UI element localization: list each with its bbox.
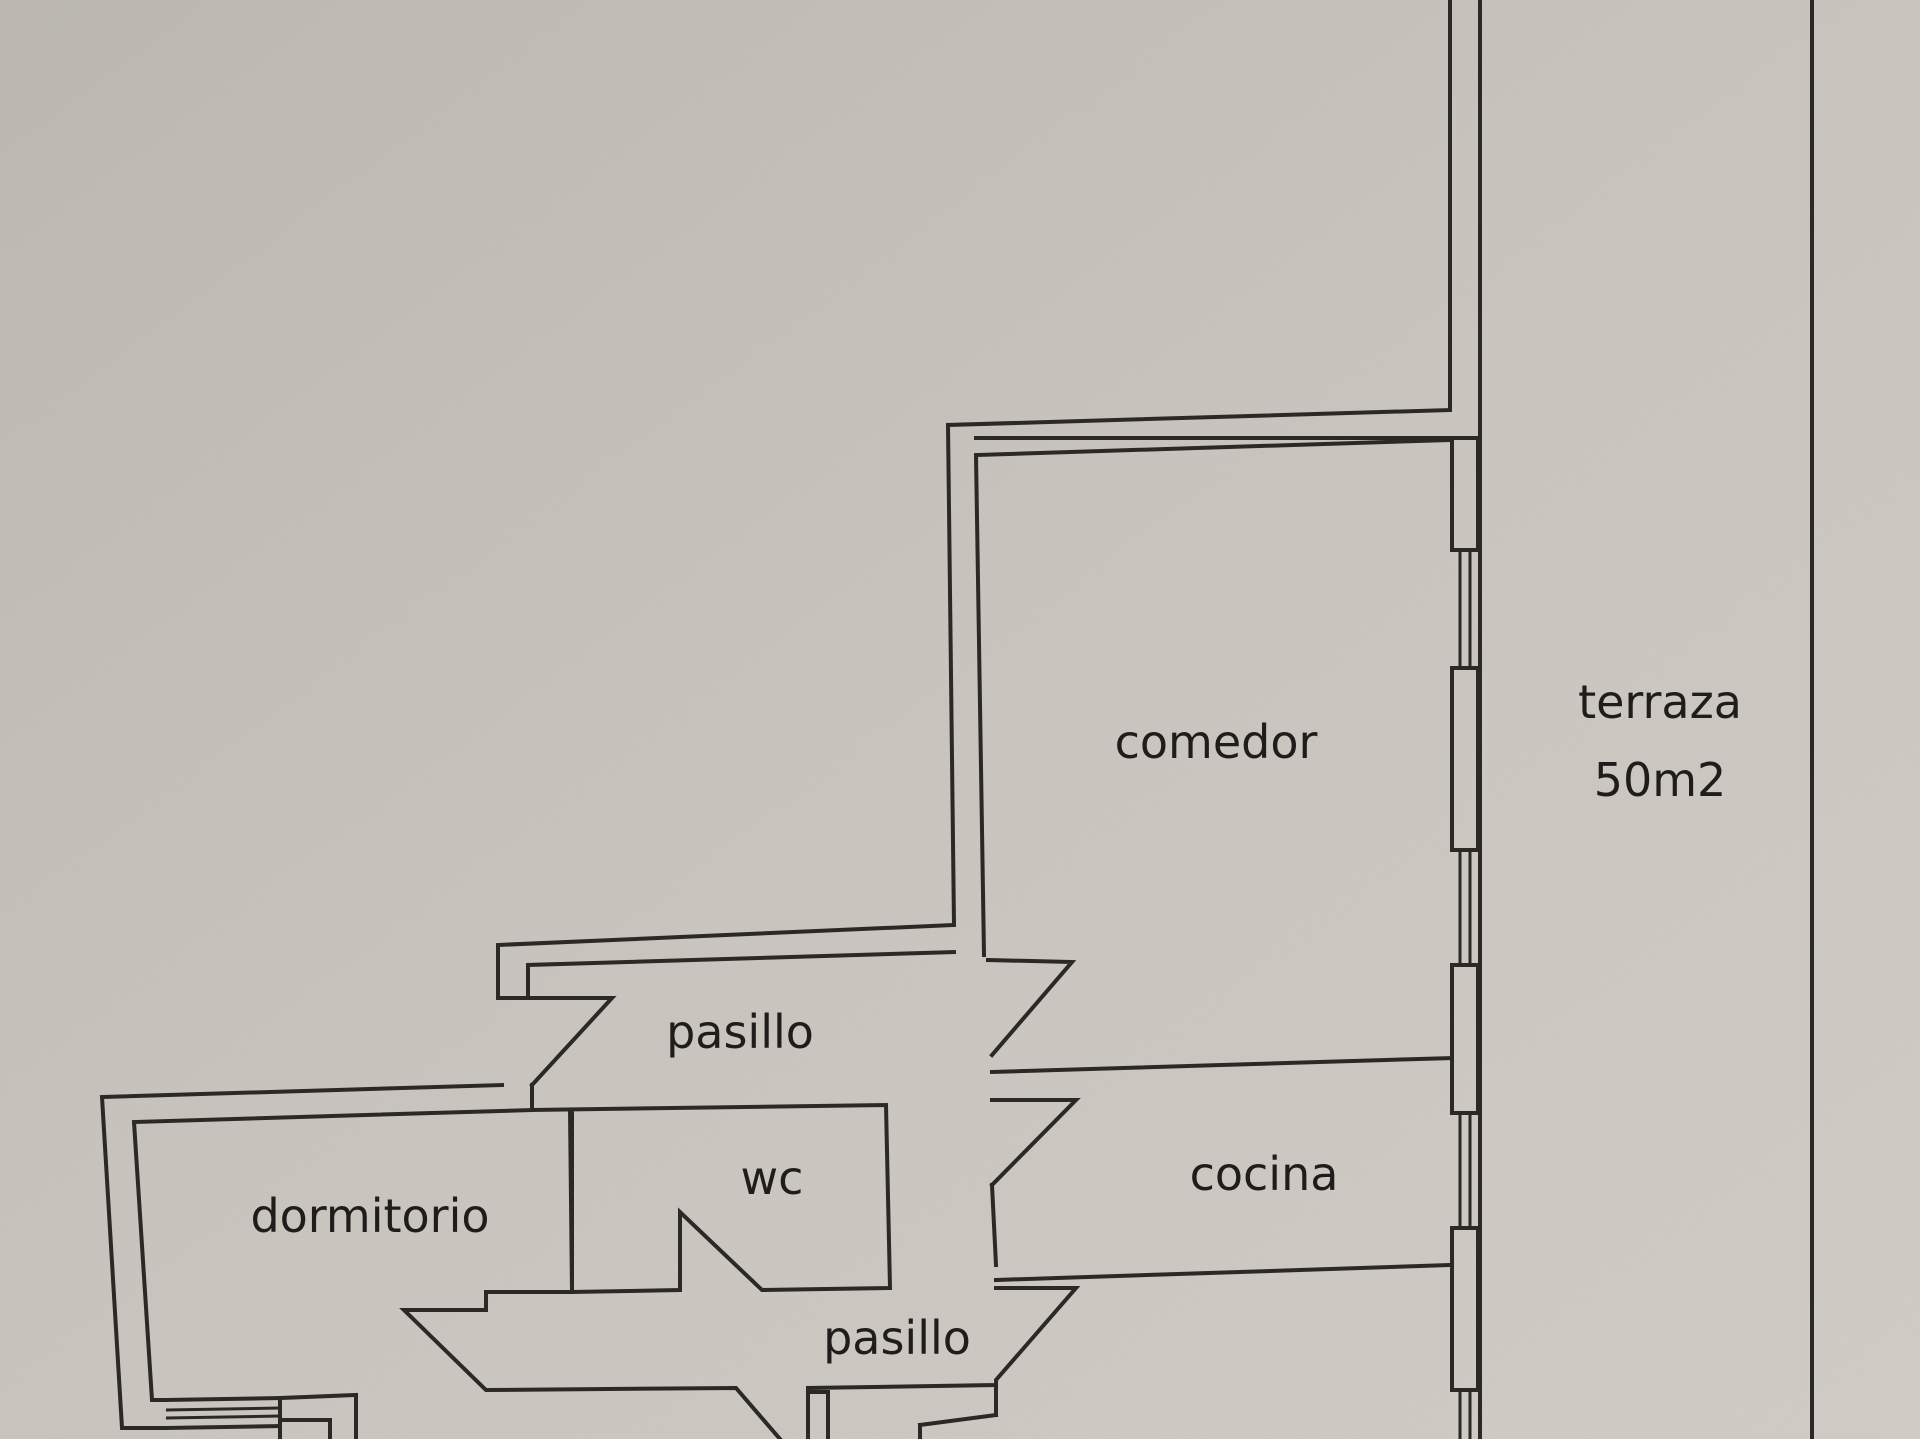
comedor-walls: [496, 407, 1453, 1000]
pasillo-lower-walls: [399, 1286, 1081, 1439]
wc-walls: [529, 1102, 893, 1295]
pasillo-upper-door-swings: [496, 957, 1081, 1188]
room-label-dormitorio: dormitorio: [250, 1189, 489, 1243]
cocina-walls: [989, 1055, 1455, 1283]
room-label-terraza-area: 50m2: [1594, 753, 1727, 807]
room-label-terraza: terraza: [1578, 675, 1742, 729]
room-label-wc: wc: [741, 1151, 804, 1205]
exterior-wall-right: [1448, 0, 1482, 1439]
room-label-pasillo-upper: pasillo: [666, 1005, 814, 1059]
room-label-comedor: comedor: [1115, 715, 1318, 769]
dormitorio-walls: [99, 1082, 535, 1439]
room-label-cocina: cocina: [1190, 1147, 1339, 1201]
room-label-pasillo-lower: pasillo: [823, 1311, 971, 1365]
